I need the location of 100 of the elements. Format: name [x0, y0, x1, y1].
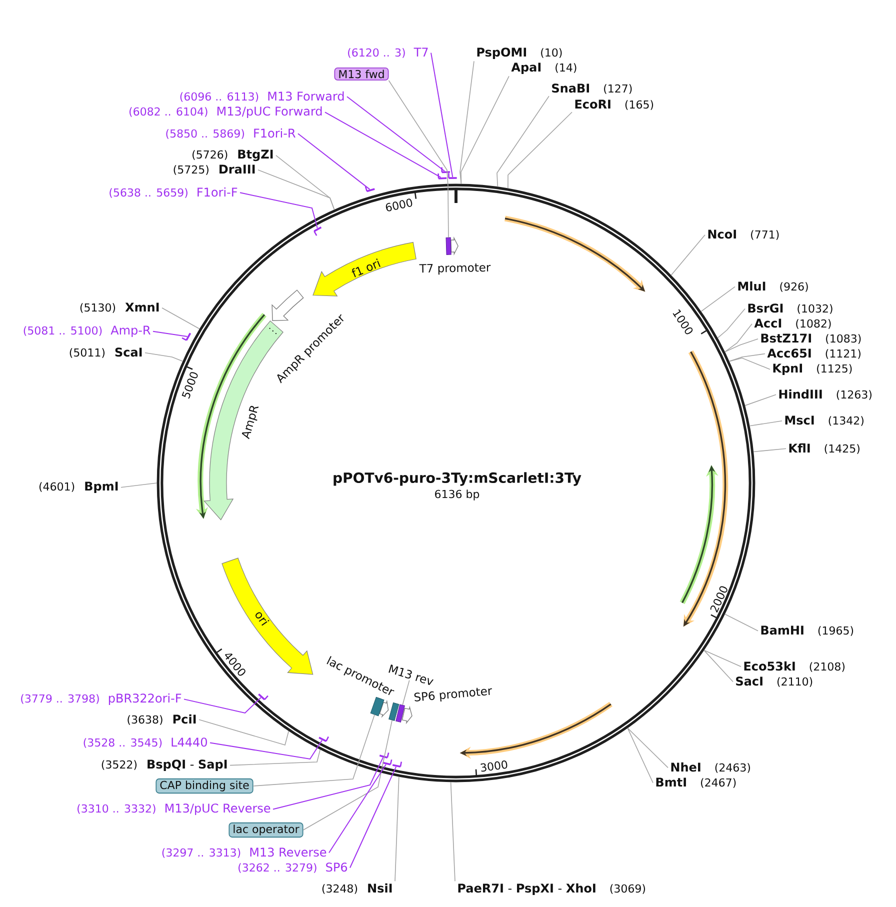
restriction-site-label: BamHI (1965): [761, 626, 854, 636]
feature-callout: M13 fwd: [334, 67, 389, 80]
primer-site-mark: [364, 186, 375, 192]
feature-callout: lac operator: [228, 822, 304, 838]
leader-line: [724, 323, 752, 352]
primer-label: (5638 .. 5659) F1ori-F: [110, 187, 238, 198]
restriction-site-label: PaeR7I - PspXI - XhoI (3069): [458, 883, 646, 895]
leader-line: [350, 766, 397, 868]
restriction-site-label: MscI (1342): [785, 416, 864, 426]
leader-line: [198, 719, 290, 746]
restriction-site-label: ApaI (14): [511, 62, 576, 74]
feature-segment: f1 ori: [312, 242, 416, 296]
leader-line: [152, 330, 188, 338]
primer-site-mark: [318, 736, 329, 742]
leader-line: [346, 96, 446, 172]
feature-label: T7 promoter: [419, 264, 491, 275]
leader-line: [460, 60, 474, 184]
plasmid-name: pPOTv6-puro-3Ty:mScarletI:3Ty: [334, 472, 582, 486]
leader-line: [298, 133, 370, 190]
primer-label: (3528 .. 3545) L4440: [84, 738, 207, 748]
restriction-site-label: BsrGI (1032): [748, 304, 832, 314]
restriction-site-label: (3248) NsiI: [322, 883, 392, 894]
leader-line: [508, 112, 572, 189]
leader-line: [460, 76, 510, 184]
feature-block: [446, 237, 452, 255]
restriction-site-label: AccI (1082): [754, 318, 831, 329]
leader-line: [724, 614, 758, 632]
leader-line: [717, 308, 746, 338]
restriction-site-label: EcoRI (165): [575, 100, 654, 110]
leader-line: [627, 728, 668, 768]
leader-line: [728, 358, 770, 370]
restriction-site-label: SnaBI (127): [552, 84, 632, 94]
primer-site-mark: [441, 167, 450, 174]
coordinate-label: 2000: [710, 586, 728, 613]
restriction-site-label: NcoI (771): [708, 230, 779, 240]
leader-line: [324, 112, 442, 178]
leader-line: [258, 169, 335, 210]
primer-label: (6096 .. 6113) M13 Forward: [180, 91, 344, 102]
leader-line: [749, 420, 782, 426]
leader-line: [402, 680, 410, 706]
coordinate-label: 3000: [480, 760, 508, 772]
primer-site-mark: [382, 759, 392, 766]
leader-line: [753, 448, 786, 452]
restriction-site-label: HindIII (1263): [779, 389, 872, 400]
leader-line: [230, 749, 321, 766]
leader-line: [252, 714, 375, 786]
primer-label: (3262 .. 3279) SP6: [238, 862, 348, 873]
feature-label: AmpR: [242, 406, 259, 440]
leader-line: [162, 307, 200, 330]
leader-line: [728, 353, 766, 362]
primer-label: (3779 .. 3798) pBR322ori-F: [21, 693, 182, 705]
leader-line: [450, 782, 456, 882]
feature-block: [370, 696, 384, 716]
leader-line: [210, 740, 322, 760]
restriction-site-label: PspOMI (10): [477, 48, 562, 59]
coordinate-label: 6000: [386, 198, 412, 212]
restriction-site-label: (3638) PciI: [128, 714, 196, 725]
leader-line: [120, 482, 158, 488]
feature-label: SP6 promoter: [414, 688, 492, 702]
primer-label: (5850 .. 5869) F1ori-R: [166, 128, 296, 139]
restriction-site-label: (5725) DraIII: [174, 164, 255, 175]
restriction-site-label: (5130) XmnI: [80, 302, 159, 313]
leader-line: [704, 650, 734, 682]
primer-site-mark: [379, 752, 390, 758]
leader-line: [724, 338, 758, 352]
leader-line: [388, 80, 449, 238]
primer-label: (6082 .. 6104) M13/pUC Forward: [130, 106, 322, 118]
primer-label: (3297 .. 3313) M13 Reverse: [162, 848, 326, 858]
plasmid-size: 6136 bp: [435, 490, 480, 500]
primer-label: (5081 .. 5100) Amp-R: [24, 326, 150, 337]
leader-line: [144, 352, 184, 362]
restriction-site-label: KpnI (1125): [773, 364, 852, 375]
coordinate-label: 5000: [182, 372, 198, 399]
leader-line: [240, 192, 318, 229]
restriction-site-label: Eco53kI (2108): [744, 661, 844, 672]
leader-line: [328, 764, 386, 854]
restriction-site-label: (5726) BtgZI: [192, 150, 273, 162]
leader-line: [627, 728, 654, 784]
primer-site-mark: [392, 762, 402, 768]
leader-line: [670, 234, 706, 276]
leader-line: [744, 394, 776, 406]
leader-line: [394, 776, 400, 882]
restriction-site-label: KflI (1425): [789, 443, 860, 454]
restriction-site-label: (3522) BspQI - SapI: [102, 760, 227, 771]
primer-site-mark: [314, 226, 322, 236]
leader-line: [704, 650, 742, 668]
leader-line: [272, 757, 384, 810]
primer-site-mark: [448, 173, 457, 179]
restriction-site-label: (4601) BpmI: [39, 482, 118, 493]
primer-label: (6120 .. 3) T7: [348, 48, 428, 58]
feature-block: [388, 702, 400, 721]
restriction-site-label: BstZ17I (1083): [761, 334, 861, 344]
primer-site-mark: [182, 332, 192, 341]
leader-line: [496, 96, 550, 188]
restriction-site-label: (5011) ScaI: [70, 348, 142, 358]
feature-callout: CAP binding site: [156, 778, 254, 794]
primer-site-mark: [438, 173, 447, 180]
restriction-site-label: MluI (926): [738, 281, 808, 292]
restriction-site-label: Acc65I (1121): [767, 348, 860, 359]
primer-label: (3310 .. 3332) M13/pUC Reverse: [78, 804, 270, 815]
